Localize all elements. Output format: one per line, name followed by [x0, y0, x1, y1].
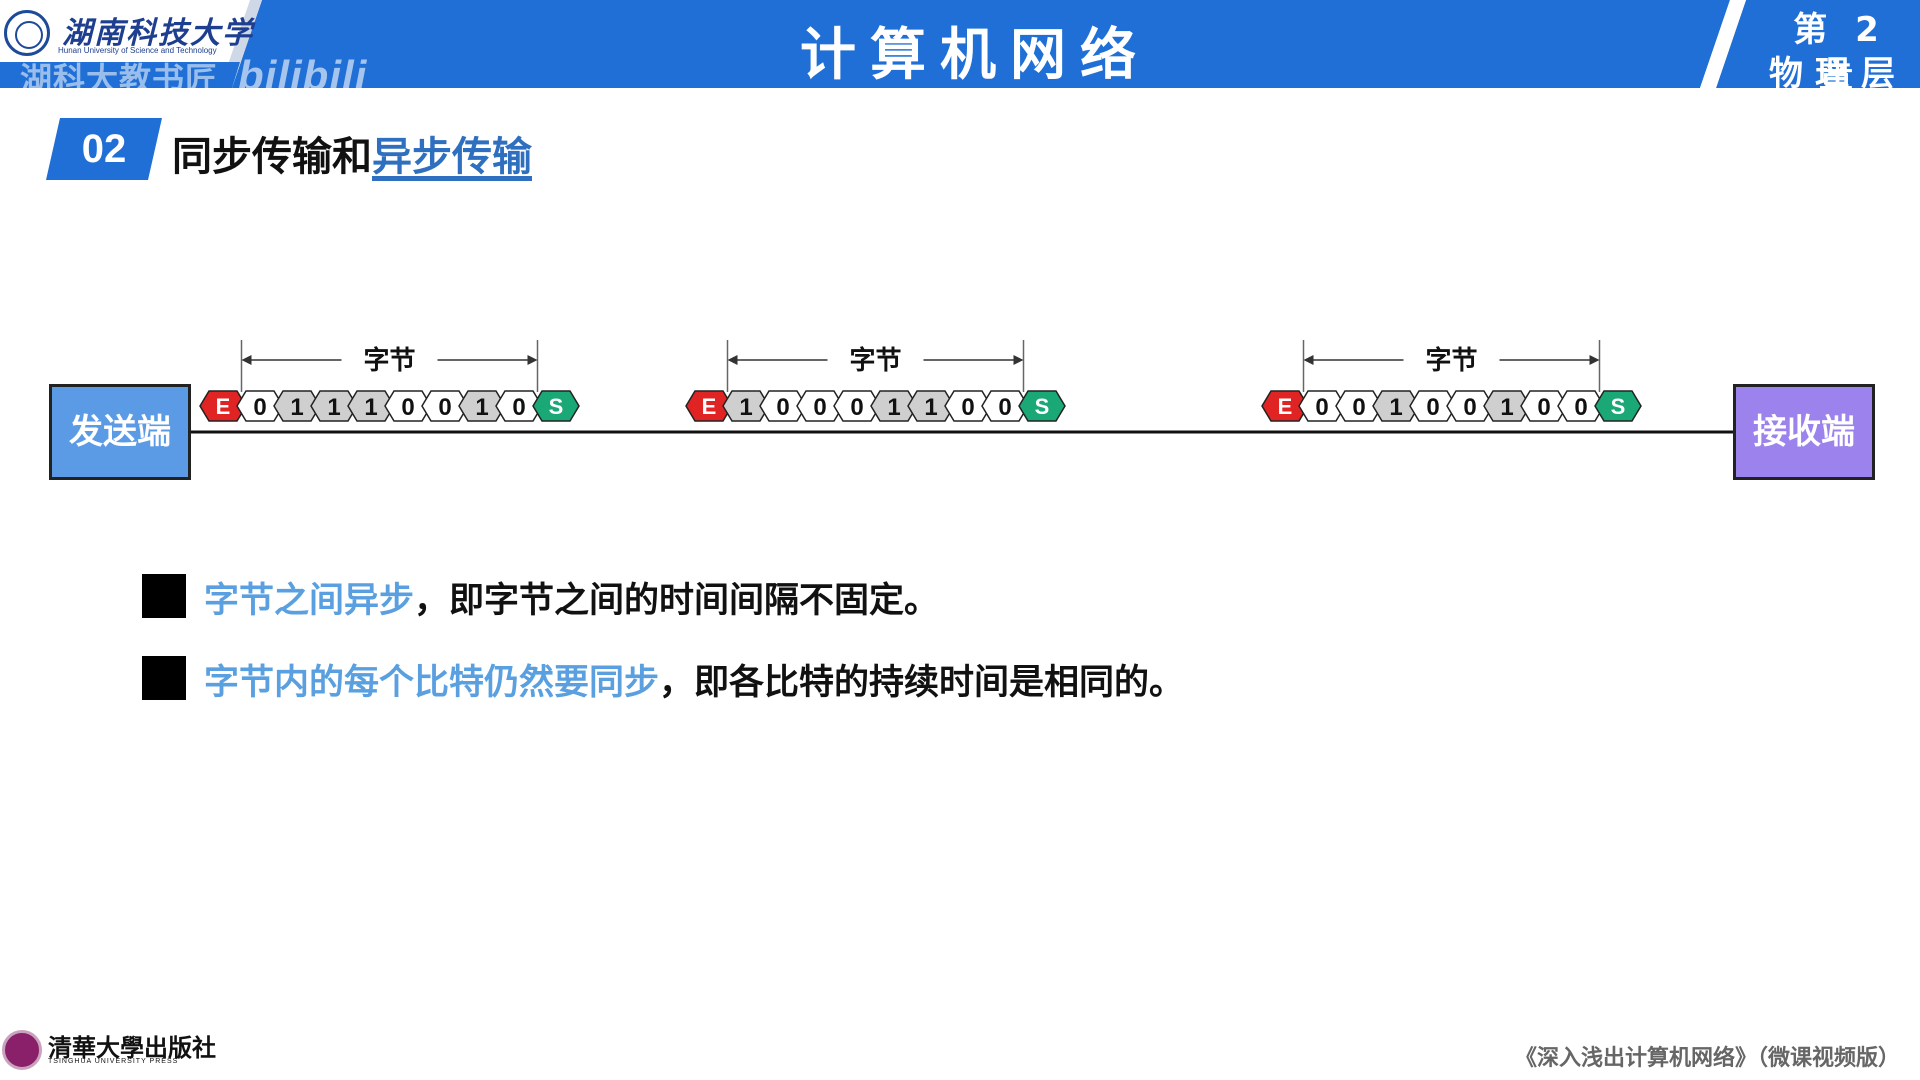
byte-label: 字节: [363, 345, 415, 376]
arrowhead-left-icon: [241, 355, 252, 365]
header-banner: 湖南科技大学 Hunan University of Science and T…: [0, 0, 1920, 99]
stop-bit-label: S: [549, 394, 564, 419]
arrowhead-right-icon: [1013, 355, 1024, 365]
data-bit-value: 0: [253, 394, 266, 421]
header-background: [0, 0, 1920, 88]
arrowhead-left-icon: [727, 355, 738, 365]
university-logo: 湖南科技大学 Hunan University of Science and T…: [4, 8, 259, 58]
data-bit-value: 0: [1574, 394, 1587, 421]
data-bit-value: 0: [438, 394, 451, 421]
data-bit-value: 1: [364, 394, 377, 421]
stop-bit: [532, 390, 580, 422]
bullet-text: 字节内的每个比特仍然要同步，即各比特的持续时间是相同的。: [204, 654, 1184, 705]
stop-bit-label: S: [1611, 394, 1626, 419]
stop-bit: [1018, 390, 1066, 422]
data-bit-value: 0: [961, 394, 974, 421]
bullet-rest: ，即字节之间的时间间隔不固定。: [414, 581, 940, 621]
arrowhead-left-icon: [1303, 355, 1314, 365]
bullet-item: 字节内的每个比特仍然要同步，即各比特的持续时间是相同的。: [142, 648, 1842, 708]
start-bit-label: E: [1278, 394, 1293, 419]
university-seal-icon: [4, 10, 50, 56]
data-bit-value: 0: [1352, 394, 1365, 421]
data-bit-value: 0: [512, 394, 525, 421]
receiver-box: 接收端: [1733, 384, 1875, 480]
data-bit-value: 1: [887, 394, 900, 421]
book-title: 《深入浅出计算机网络》（微课视频版）: [1514, 1046, 1900, 1071]
publisher-name-en: TSINGHUA UNIVERSITY PRESS: [48, 1058, 179, 1065]
course-title: 计算机网络: [800, 23, 1150, 88]
data-bit-value: 0: [401, 394, 414, 421]
section-number-badge: [46, 118, 162, 180]
chapter-number: 第 2 章: [1793, 10, 1887, 99]
watermark-text: 湖科大教书匠: [20, 61, 219, 97]
bullet-highlight: 字节内的每个比特仍然要同步: [204, 663, 660, 703]
section-number: 02: [81, 127, 127, 171]
bullet-item: 字节之间异步，即字节之间的时间间隔不固定。: [142, 566, 1842, 626]
section-title-plain: 同步传输和: [172, 134, 372, 180]
data-bit-value: 0: [813, 394, 826, 421]
data-bit-value: 1: [475, 394, 488, 421]
publisher-logo: 清華大學出版社 TSINGHUA UNIVERSITY PRESS: [0, 1028, 216, 1072]
arrowhead-right-icon: [1589, 355, 1600, 365]
data-bit-value: 0: [1426, 394, 1439, 421]
data-bit-value: 0: [1463, 394, 1476, 421]
arrowhead-right-icon: [527, 355, 538, 365]
section-title: 同步传输和异步传输: [172, 124, 532, 182]
publisher-name: 清華大學出版社: [48, 1033, 216, 1062]
start-bit-label: E: [216, 394, 231, 419]
publisher-seal-icon: [2, 1030, 42, 1070]
bullet-rest: ，即各比特的持续时间是相同的。: [659, 663, 1185, 703]
sender-box: 发送端: [49, 384, 191, 480]
data-bit-value: 0: [776, 394, 789, 421]
data-bit-value: 1: [924, 394, 937, 421]
bullet-square-icon: [142, 656, 186, 700]
data-bit-value: 1: [739, 394, 752, 421]
data-bit-value: 0: [1537, 394, 1550, 421]
data-bit-value: 0: [1315, 394, 1328, 421]
chapter-indicator: 第 2 章 物理层: [1740, 2, 1920, 99]
university-name-cn: 湖南科技大学: [62, 16, 254, 51]
university-name-en: Hunan University of Science and Technolo…: [58, 46, 217, 55]
data-bit-value: 1: [1500, 394, 1513, 421]
data-bit-value: 1: [290, 394, 303, 421]
data-bit-value: 0: [998, 394, 1011, 421]
data-bit-value: 0: [850, 394, 863, 421]
channel-watermark: 湖科大教书匠 bilibili: [20, 52, 367, 100]
section-title-highlight: 异步传输: [372, 134, 532, 180]
bullet-square-icon: [142, 574, 186, 618]
stop-bit: [1594, 390, 1642, 422]
data-bit-value: 1: [1389, 394, 1402, 421]
start-bit-label: E: [702, 394, 717, 419]
byte-label: 字节: [1425, 345, 1477, 376]
section-title-underline: [372, 176, 532, 181]
data-bit-value: 1: [327, 394, 340, 421]
bullet-text: 字节之间异步，即字节之间的时间间隔不固定。: [204, 572, 939, 623]
bullet-highlight: 字节之间异步: [204, 581, 415, 621]
watermark-site: bilibili: [238, 52, 368, 99]
byte-label: 字节: [849, 345, 901, 376]
stop-bit-label: S: [1035, 394, 1050, 419]
chapter-name: 物理层: [1769, 54, 1907, 94]
